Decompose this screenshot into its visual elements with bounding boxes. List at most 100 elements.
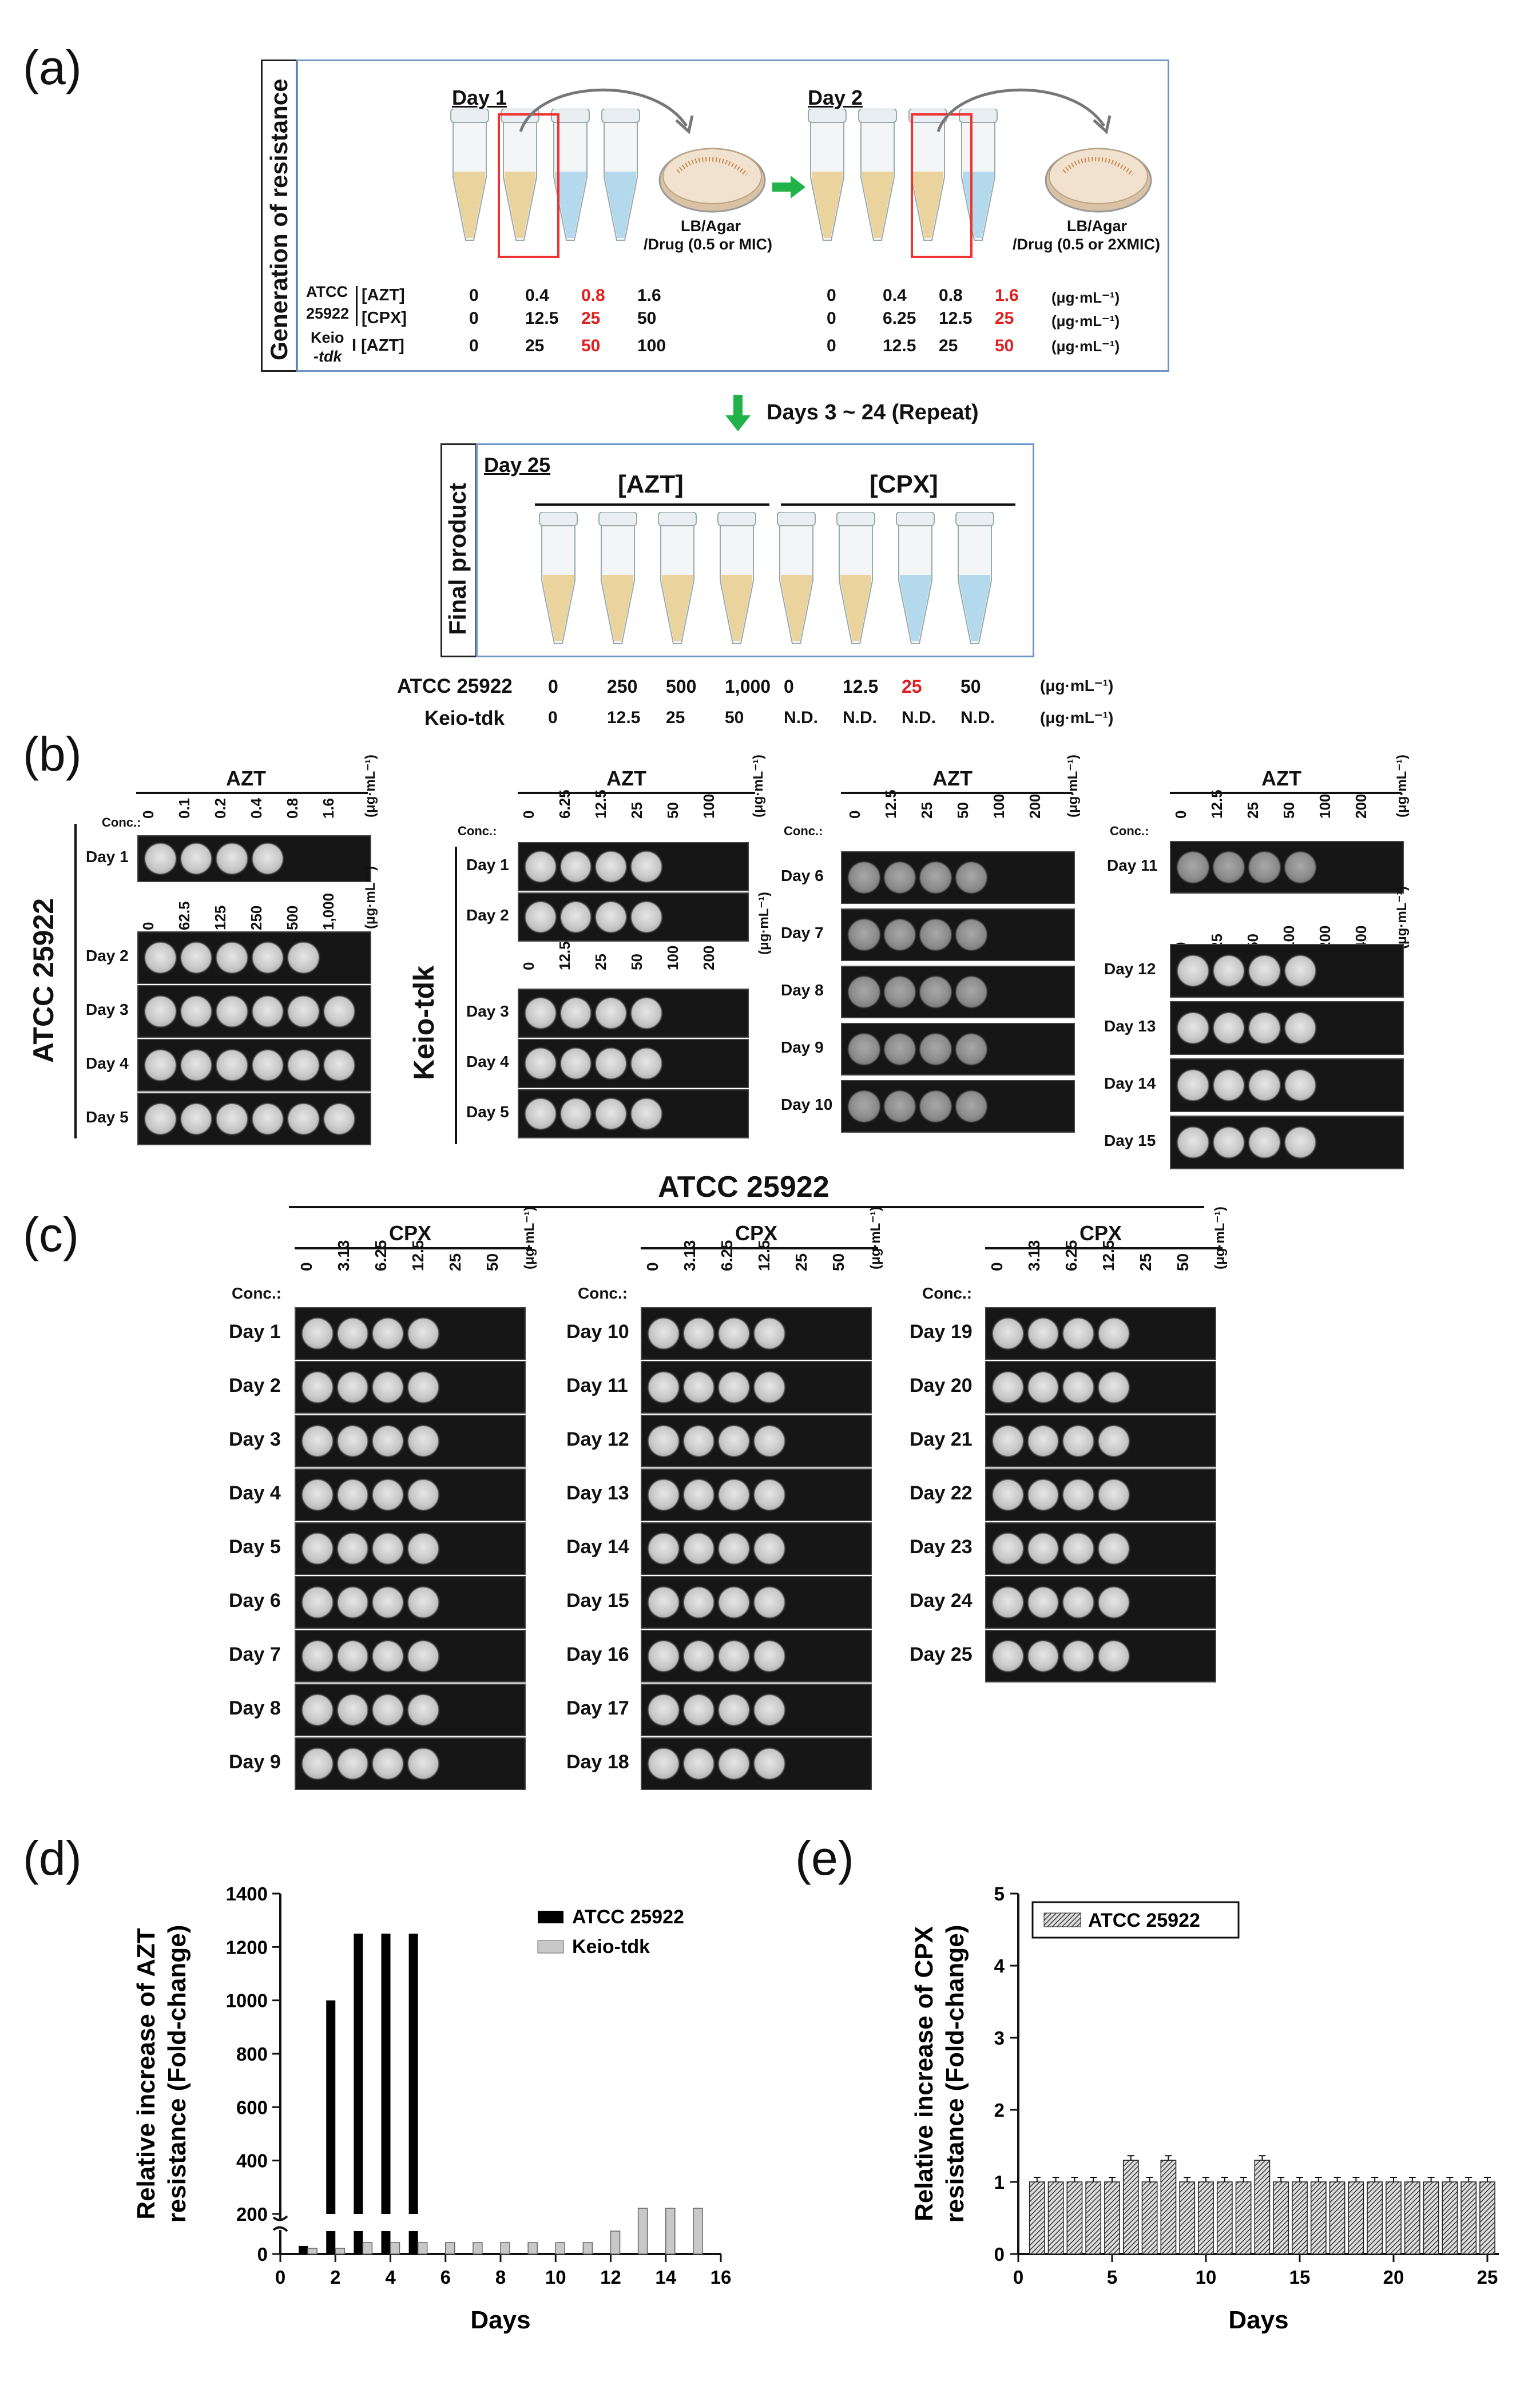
b-g3-day-label: Day 10 [781, 1096, 833, 1114]
c-g1-day-label: Day 3 [229, 1428, 281, 1450]
bar-atcc [326, 2000, 336, 2214]
d1-azt-3: 1.6 [637, 286, 661, 305]
c-g2-plate-row [641, 1576, 872, 1629]
colony-spot [561, 1049, 591, 1078]
colony-spot [596, 998, 626, 1028]
bar-keio [582, 2242, 593, 2255]
c-g1-conc-1: 3.13 [335, 1240, 352, 1272]
c-g1-cpx-line [295, 1247, 532, 1249]
c-g2-conc-5: 50 [829, 1253, 847, 1271]
colony-spot [408, 1426, 438, 1456]
bar-cpx [1367, 2181, 1383, 2255]
d1-azt-0: 0 [469, 286, 479, 305]
colony-spot [684, 1426, 714, 1456]
colony-spot [1178, 955, 1208, 986]
azt-bracket [535, 503, 769, 506]
x-axis-label: Days [1228, 2306, 1288, 2334]
colony-spot [373, 1588, 403, 1617]
colony-spot [920, 862, 951, 893]
b-g3-day-label: Day 9 [781, 1038, 824, 1057]
c-g1-plate-row [295, 1307, 526, 1360]
b-g3-plate-row [841, 908, 1075, 961]
lab-cpx: [CPX] [362, 309, 407, 327]
b-g4b-plate-row [1170, 1001, 1404, 1055]
colony-spot [1063, 1534, 1093, 1563]
d2-cpx-2: 12.5 [939, 309, 973, 328]
d1-keio-2: 50 [581, 336, 601, 355]
y-tick-label: 4 [994, 1955, 1005, 1977]
c-g2-day-label: Day 15 [566, 1589, 629, 1612]
b-unit-3b: (μg·mL⁻¹) [756, 892, 772, 955]
b-g2b-conc-2: 25 [592, 954, 609, 970]
b-g1a-conc-1: 0.1 [176, 797, 193, 819]
b-g1b-plate-row [137, 985, 371, 1038]
b-g3-plate-row [841, 1023, 1075, 1076]
colony-spot [596, 1049, 626, 1078]
colony-spot [719, 1749, 749, 1779]
bar-atcc [408, 1934, 418, 2214]
c-g3-conc-5: 50 [1174, 1253, 1192, 1271]
final-atcc-1: 250 [607, 676, 638, 697]
colony-spot [956, 1034, 986, 1065]
b-azt-line-3 [841, 792, 1073, 794]
c-g3-conc-0: 0 [988, 1262, 1006, 1271]
colony-spot [1249, 1013, 1280, 1043]
colony-spot [408, 1588, 438, 1617]
c-g2-conc-3: 12.5 [755, 1240, 773, 1272]
colony-spot [408, 1695, 438, 1725]
x-tick-label: 25 [1477, 2267, 1498, 2288]
colony-spot [596, 902, 626, 932]
colony-spot [684, 1695, 714, 1725]
colony-spot [338, 1749, 368, 1779]
bar-keio [417, 2242, 428, 2255]
colony-spot [561, 852, 591, 882]
b-g1b-plate-row [137, 931, 371, 984]
colony-spot [338, 1426, 368, 1456]
colony-spot [884, 1091, 915, 1122]
c-g2-day-label: Day 17 [566, 1697, 629, 1719]
colony-spot [145, 942, 176, 973]
colony-spot [1285, 1013, 1315, 1043]
b-g3-conc-2: 25 [918, 802, 935, 819]
b-g1a-conc-2: 0.2 [212, 797, 229, 819]
final-atcc-4: 0 [784, 676, 794, 697]
colony-spot [884, 977, 915, 1007]
cpx-bracket [781, 503, 1015, 506]
colony-spot [684, 1641, 714, 1671]
bar-atcc-lower [381, 2231, 391, 2254]
colony-spot [373, 1641, 403, 1671]
colony-spot [1099, 1426, 1129, 1456]
b-g1a-conc-5: 1.6 [320, 797, 337, 819]
c-g1-conc-2: 6.25 [372, 1240, 390, 1272]
b-g4b-plate-row [1170, 944, 1404, 998]
colony-spot [303, 1319, 332, 1348]
colony-spot [719, 1480, 749, 1510]
y-tick-label: 800 [236, 2043, 268, 2065]
panel-label-e: (e) [795, 1831, 854, 1885]
colony-spot [408, 1749, 438, 1779]
bar-atcc-lower [354, 2231, 363, 2254]
row-bracket [356, 286, 358, 326]
c-g3-day-label: Day 19 [910, 1320, 973, 1343]
colony-spot [1249, 852, 1280, 883]
colony-spot [373, 1426, 403, 1456]
colony-spot [1028, 1534, 1058, 1563]
bar-keio [555, 2242, 565, 2255]
b-g4b-day-label: Day 12 [1104, 960, 1156, 978]
colony-spot [526, 902, 555, 932]
final-keio-3: 50 [725, 708, 744, 727]
colony-spot [252, 843, 283, 874]
x-axis-label: Days [470, 2306, 530, 2334]
b-unit-3: (μg·mL⁻¹) [1065, 755, 1081, 818]
c-g2-day-label: Day 14 [566, 1535, 629, 1558]
y-tick-label: 5 [994, 1883, 1005, 1904]
colony-spot [993, 1426, 1023, 1456]
d2-cpx-0: 0 [827, 309, 836, 328]
c-g3-plate-row [985, 1522, 1216, 1575]
b-azt-title-2: AZT [606, 767, 646, 790]
d1-keio-0: 0 [469, 336, 479, 355]
b-atcc-bracket [74, 824, 77, 1138]
colony-spot [252, 1050, 283, 1081]
